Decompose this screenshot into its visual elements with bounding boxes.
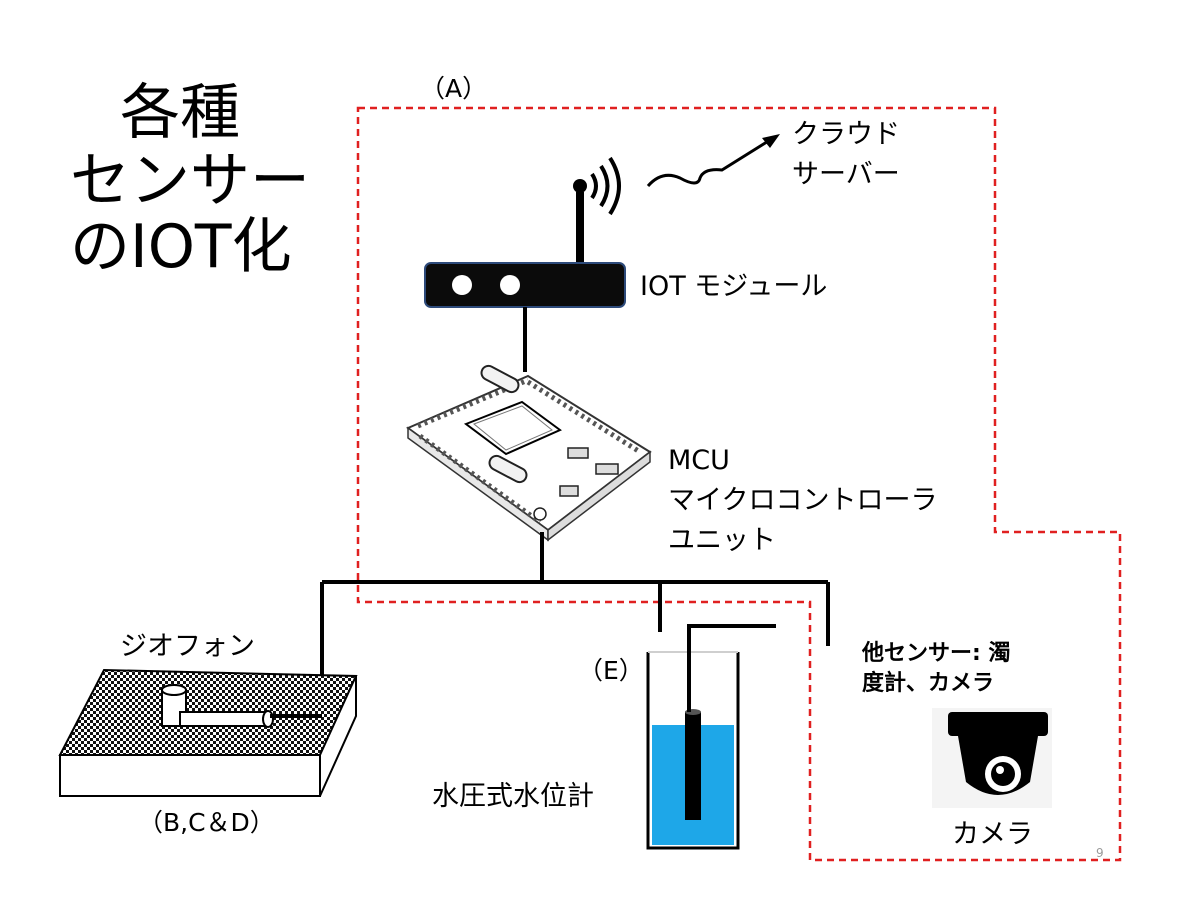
title-line-3: のIOT化 xyxy=(70,212,292,282)
geophone-groups-label: （B,C＆D） xyxy=(138,808,275,837)
mcu-board-icon xyxy=(405,364,652,542)
dome-camera-icon xyxy=(932,708,1052,808)
group-a-boundary xyxy=(356,106,1122,862)
wifi-antenna-icon xyxy=(573,156,621,262)
mcu-label-line3: ユニット xyxy=(668,525,776,556)
mcu-label-line2: マイクロコントローラ xyxy=(668,485,938,516)
other-sensors-label-line2: 度計、カメラ xyxy=(862,671,995,696)
wireless-link-arrow xyxy=(646,134,780,188)
iot-module-icon xyxy=(424,262,626,308)
other-sensors-label-line1: 他センサー: 濁 xyxy=(862,641,1011,666)
title-line-2: センサー xyxy=(70,146,310,216)
geophone-label: ジオフォン xyxy=(120,631,255,662)
water-gauge-label: 水圧式水位計 xyxy=(432,781,594,812)
water-level-gauge-icon xyxy=(646,624,776,850)
cloud-server-label-line1: クラウド xyxy=(792,119,900,150)
group-e-label: （E） xyxy=(578,656,644,685)
mcu-label-line1: MCU xyxy=(668,445,730,476)
cloud-server-label-line2: サーバー xyxy=(792,159,900,190)
title-line-1: 各種 xyxy=(120,78,240,148)
camera-label: カメラ xyxy=(952,819,1033,850)
geophone-icon xyxy=(58,668,358,797)
page-number: 9 xyxy=(1096,846,1104,860)
iot-module-label: IOT モジュール xyxy=(640,271,828,302)
group-a-label: （A） xyxy=(420,74,488,103)
